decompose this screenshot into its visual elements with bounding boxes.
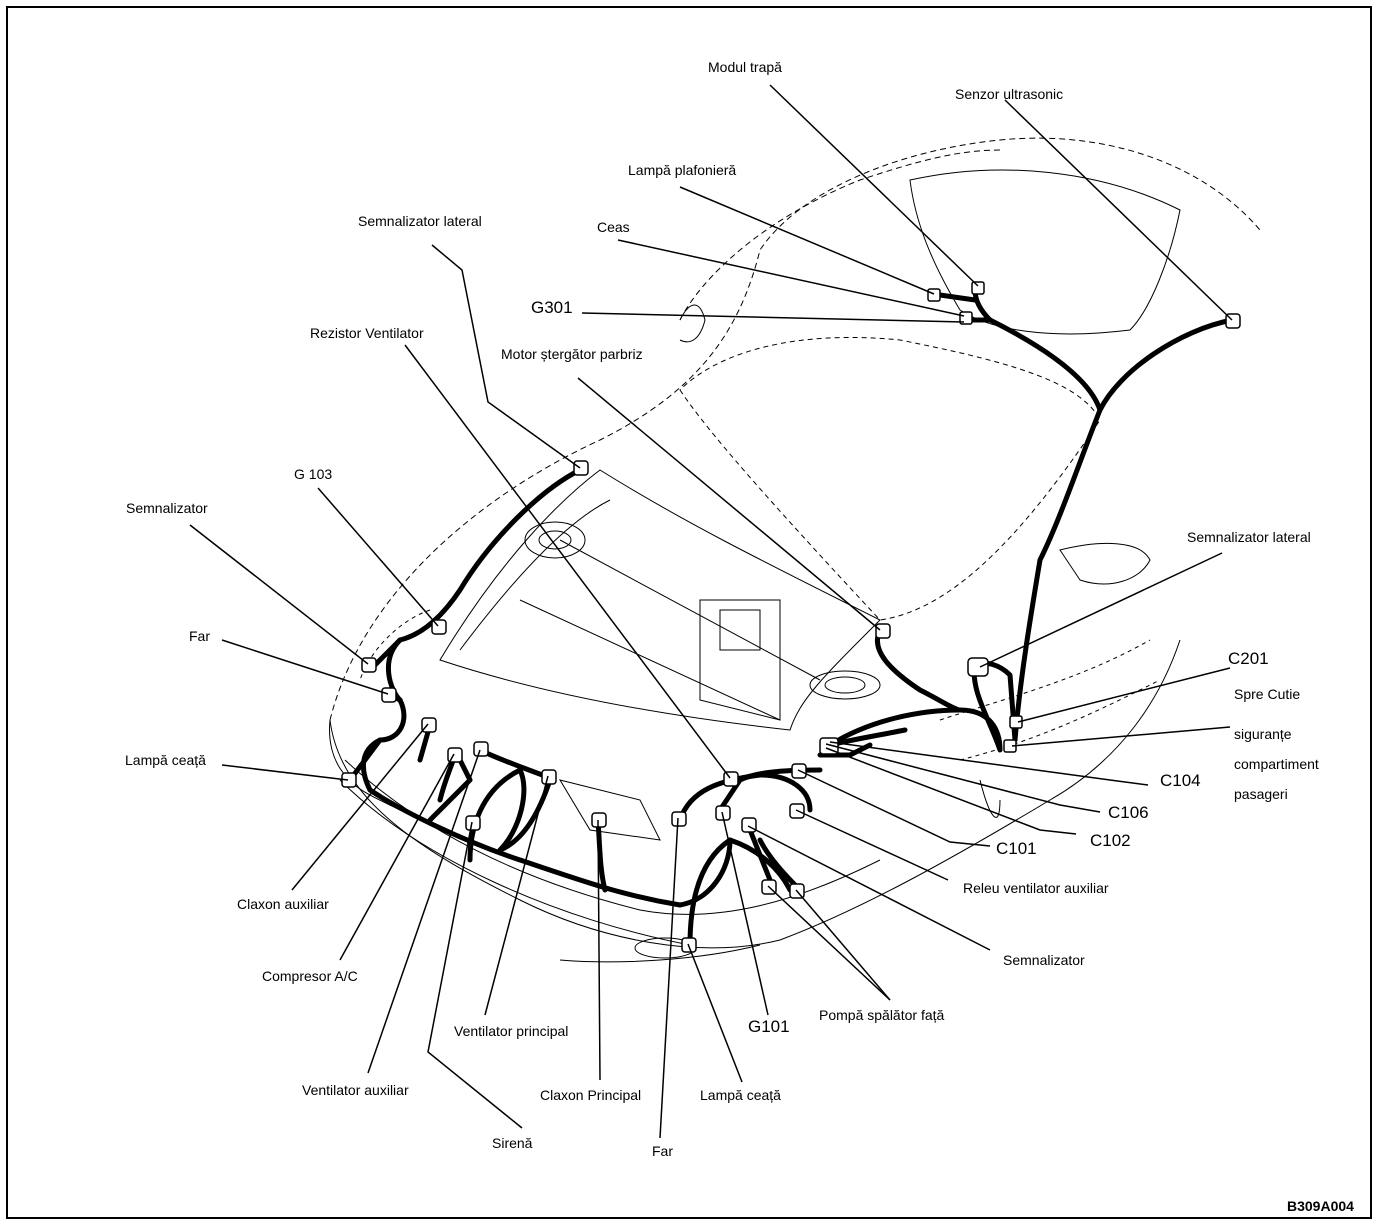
label-sigurante: siguranțe bbox=[1234, 726, 1292, 742]
label-c201: C201 bbox=[1228, 649, 1269, 668]
label-modul-trapa: Modul trapă bbox=[708, 59, 782, 75]
label-releu-ventilator: Releu ventilator auxiliar bbox=[963, 880, 1109, 896]
label-claxon-principal: Claxon Principal bbox=[540, 1087, 642, 1103]
label-compresor-ac: Compresor A/C bbox=[262, 968, 358, 984]
label-rezistor-ventilator: Rezistor Ventilator bbox=[310, 325, 424, 341]
label-ventilator-auxiliar: Ventilator auxiliar bbox=[302, 1082, 409, 1098]
label-ventilator-principal: Ventilator principal bbox=[454, 1023, 569, 1039]
label-c102: C102 bbox=[1090, 831, 1131, 850]
label-lampa-plafoniera: Lampă plafonieră bbox=[628, 162, 737, 178]
label-lampa-ceata-bottom: Lampă ceață bbox=[700, 1087, 781, 1103]
label-motor-stergator: Motor ștergător parbriz bbox=[501, 346, 643, 362]
connectors bbox=[341, 281, 1241, 953]
figure-frame bbox=[6, 6, 1372, 1219]
label-semnalizator-lateral-right: Semnalizator lateral bbox=[1187, 529, 1311, 545]
label-g101: G101 bbox=[748, 1017, 790, 1036]
label-far-left: Far bbox=[189, 628, 210, 644]
label-g103: G 103 bbox=[294, 466, 333, 482]
label-far-bottom: Far bbox=[652, 1143, 673, 1159]
label-senzor-ultrasonic: Senzor ultrasonic bbox=[955, 86, 1064, 102]
label-semnalizator-lateral-left: Semnalizator lateral bbox=[358, 213, 482, 229]
figure-code: B309A004 bbox=[1287, 1198, 1354, 1214]
label-semnalizator-left: Semnalizator bbox=[126, 500, 208, 516]
label-claxon-auxiliar: Claxon auxiliar bbox=[237, 896, 329, 912]
label-c106: C106 bbox=[1108, 803, 1149, 822]
label-semnalizator-right: Semnalizator bbox=[1003, 952, 1085, 968]
label-c101: C101 bbox=[996, 839, 1037, 858]
label-sirena: Sirenă bbox=[492, 1135, 533, 1151]
label-spre-cutie: Spre Cutie bbox=[1234, 686, 1301, 702]
leader-lines bbox=[189, 84, 1233, 1139]
label-lampa-ceata-left: Lampă ceață bbox=[125, 752, 206, 768]
label-c104: C104 bbox=[1160, 771, 1201, 790]
label-compartiment: compartiment bbox=[1234, 756, 1319, 772]
label-ceas: Ceas bbox=[597, 219, 630, 235]
label-pasageri: pasageri bbox=[1234, 786, 1288, 802]
label-g301: G301 bbox=[531, 298, 573, 317]
label-pompa-spalator: Pompă spălător față bbox=[819, 1007, 945, 1023]
